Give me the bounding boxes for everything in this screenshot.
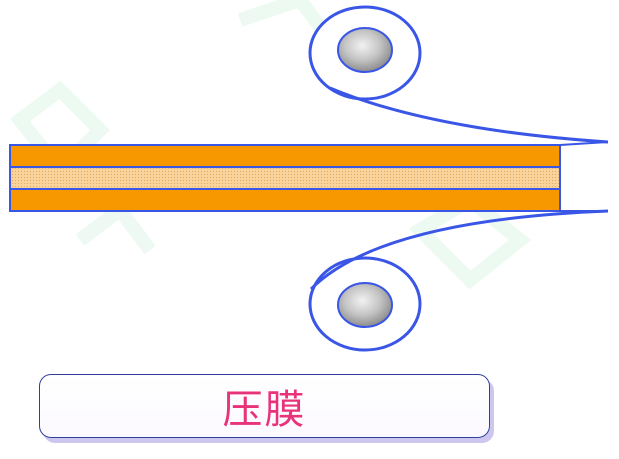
top-roller: [308, 5, 422, 101]
core-layer: [9, 166, 561, 190]
caption-label: 压膜: [222, 387, 307, 433]
film-edge-top: [559, 141, 609, 146]
laminated-board: [9, 144, 561, 212]
copper-layer-top: [9, 144, 561, 168]
copper-layer-bottom: [9, 188, 561, 212]
bottom-roller: [308, 256, 422, 352]
caption-box: 压膜: [39, 374, 490, 438]
background-watermark: [10, 0, 532, 290]
top-film: [329, 86, 609, 144]
bottom-film: [309, 209, 609, 291]
